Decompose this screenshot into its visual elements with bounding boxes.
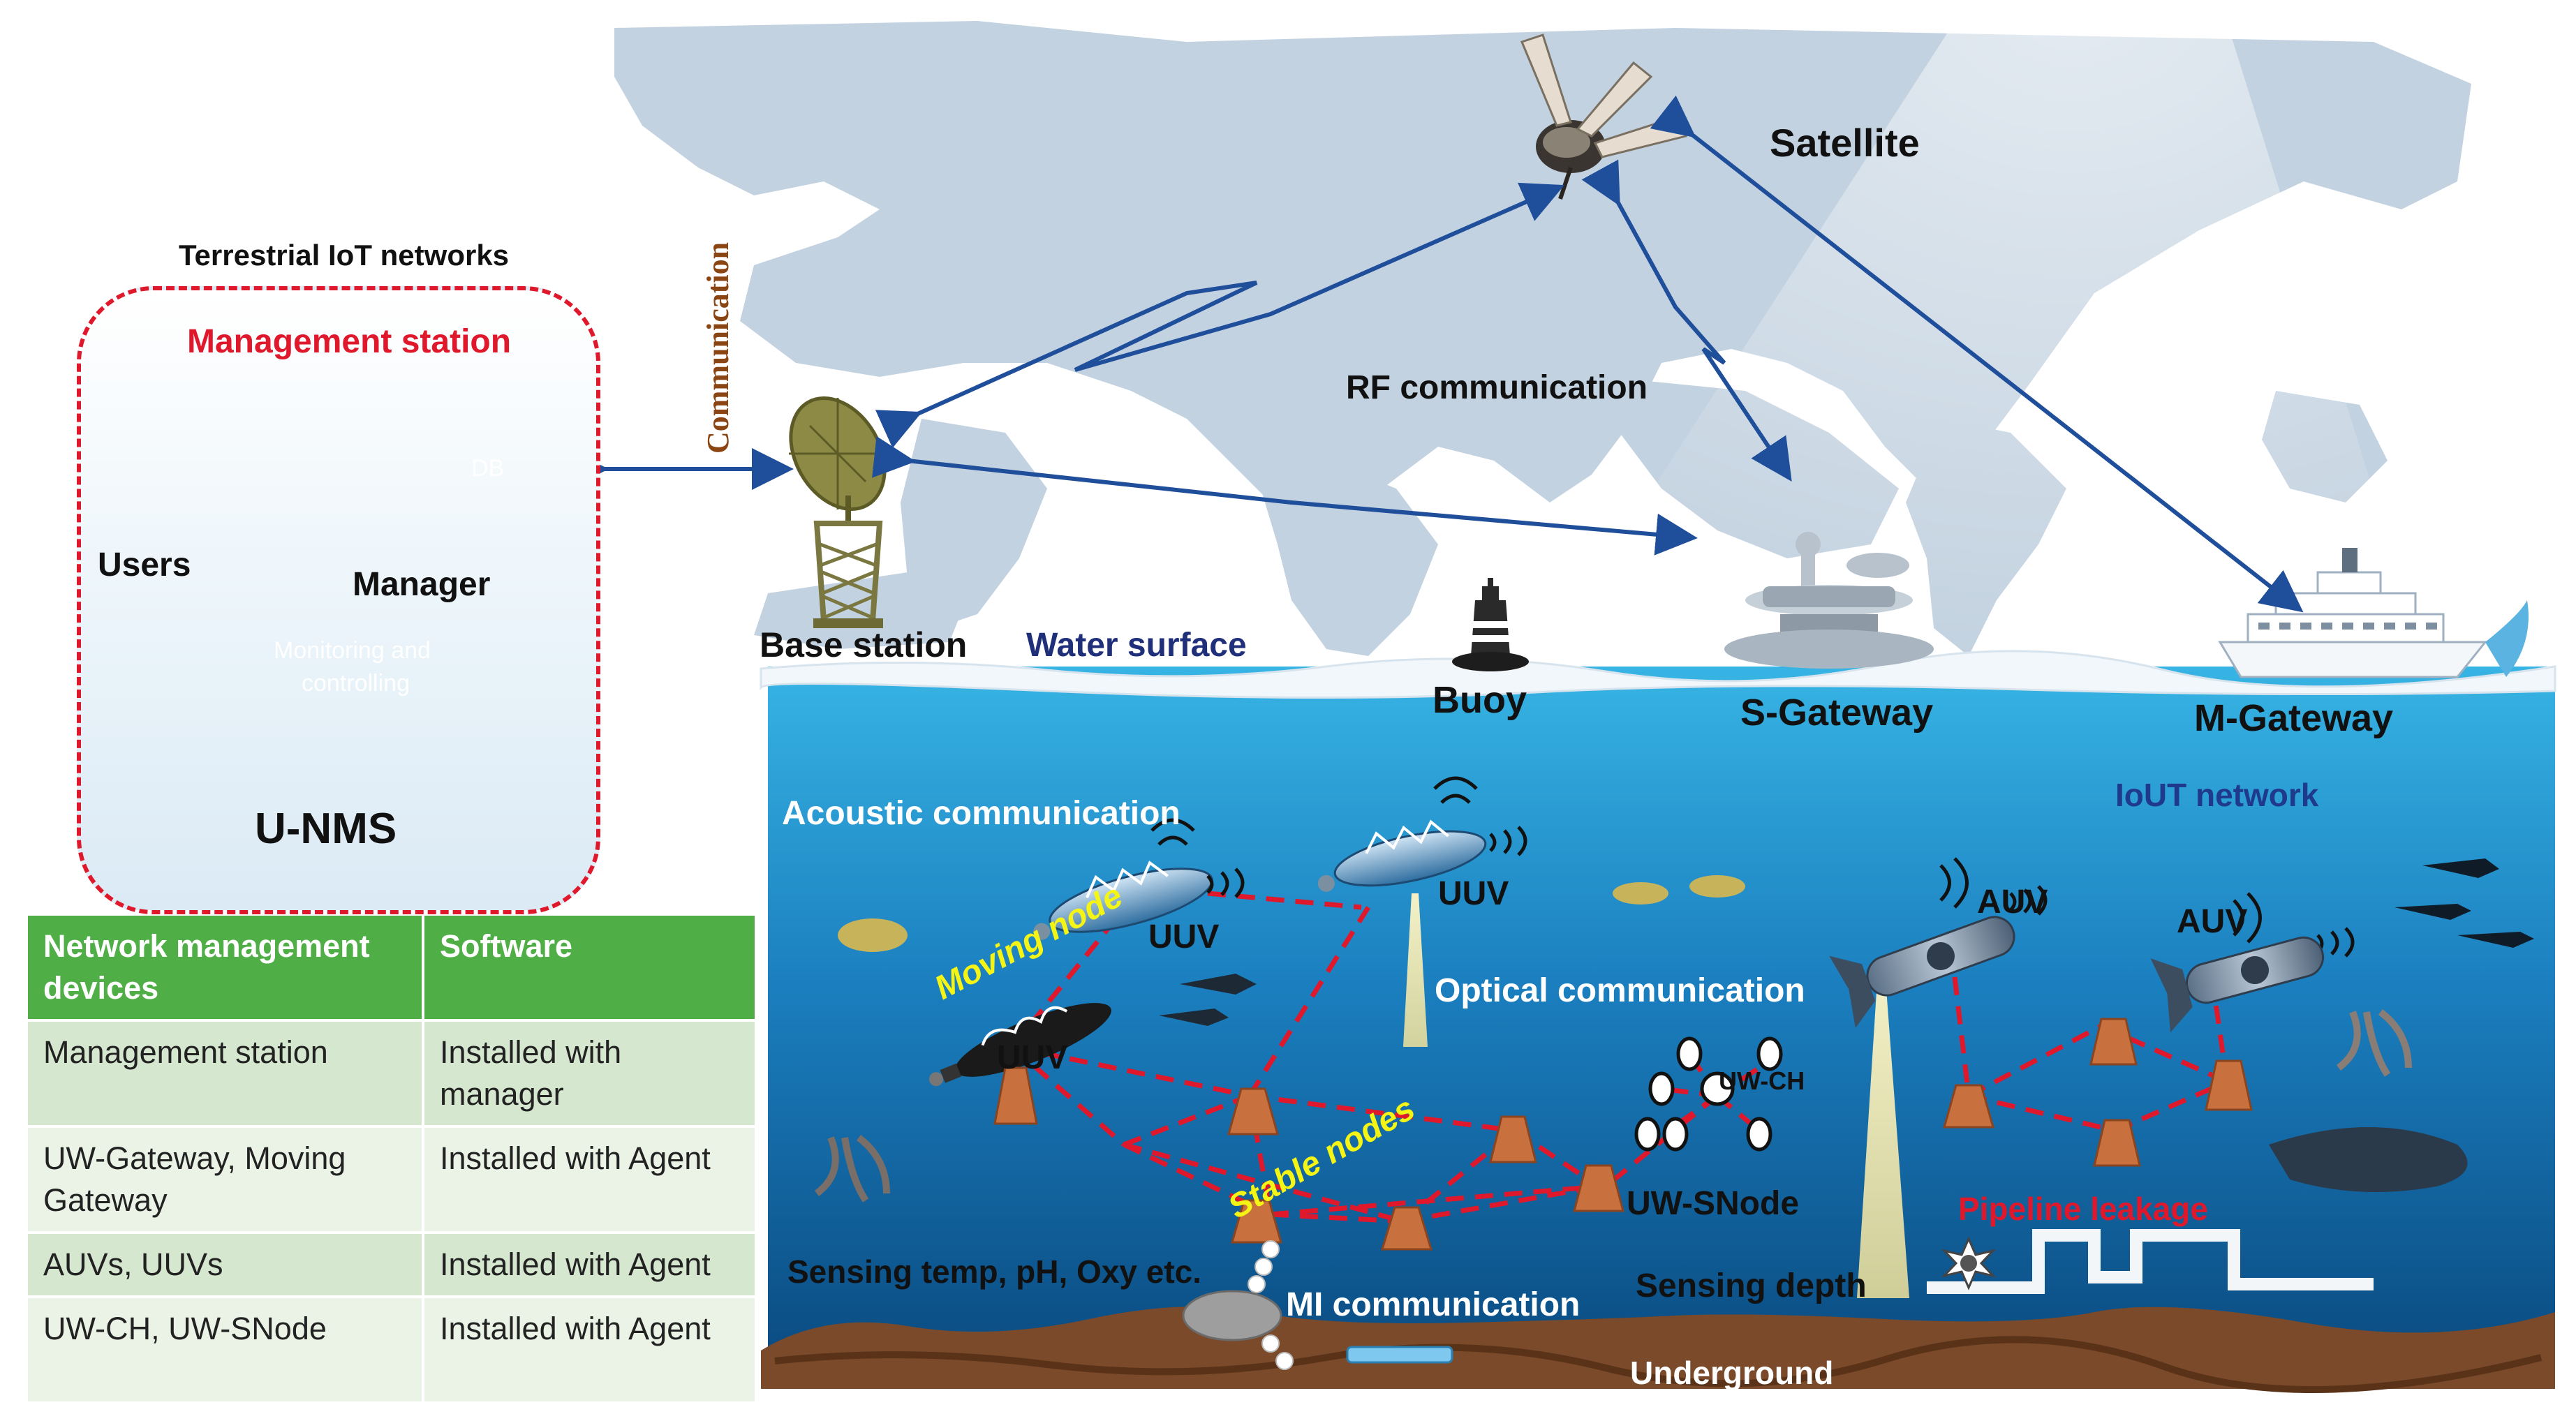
underground-label: Underground — [1630, 1355, 1834, 1391]
uw-ch-cluster-icon — [1634, 1036, 1783, 1152]
rf-links — [567, 95, 2304, 613]
acoustic-communication-label: Acoustic communication — [782, 795, 1180, 832]
table-cell-device: UW-Gateway, Moving Gateway — [28, 1125, 424, 1231]
mi-communication-label: MI communication — [1286, 1286, 1581, 1323]
base-station-label: Base station — [760, 625, 968, 664]
rf-communication-label: RF communication — [1346, 369, 1648, 406]
pipeline — [1927, 1229, 2374, 1294]
optical-beam-auv — [1857, 970, 1909, 1298]
management-station-label: Management station — [187, 323, 512, 360]
table-row: Management station Installed with manage… — [28, 1019, 757, 1125]
terrestrial-title: Terrestrial IoT networks — [179, 239, 510, 271]
uuv-2-vehicle — [1033, 861, 1213, 940]
optical-beam-uuv — [1403, 893, 1428, 1047]
s-gateway-label: S-Gateway — [1740, 692, 1934, 734]
table-header-row: Network management devices Software — [28, 916, 757, 1019]
seabed-rock — [1182, 1290, 1282, 1341]
table-row: UW-CH, UW-SNode Installed with Agent — [28, 1295, 757, 1401]
monitor-text-line-2: controlling — [302, 670, 410, 697]
stable-sensor-nodes — [993, 1018, 2253, 1251]
network-management-table: Network management devices Software Mana… — [28, 916, 757, 1401]
auv-label-1: AUV — [1977, 884, 2048, 921]
uuv-label-3: UUV — [997, 1039, 1068, 1076]
manager-label: Manager — [353, 566, 491, 603]
satellite-label: Satellite — [1770, 121, 1920, 165]
table-header-software: Software — [424, 916, 757, 1019]
leak-burst-icon — [1941, 1236, 1997, 1290]
uuv-1-vehicle — [928, 1003, 1111, 1087]
table-cell-device: UW-CH, UW-SNode — [28, 1295, 424, 1401]
uuv-label-2: UUV — [1438, 875, 1509, 912]
buoy-label: Buoy — [1433, 679, 1527, 721]
table-cell-software: Installed with Agent — [424, 1295, 757, 1401]
buried-sensor — [1346, 1346, 1453, 1364]
base-station-icon — [789, 396, 887, 628]
table-row: AUVs, UUVs Installed with Agent — [28, 1231, 757, 1295]
uuv-label-1: UUV — [1148, 918, 1220, 955]
seabed-texture — [774, 1336, 2542, 1394]
auv-2-vehicle — [2150, 936, 2325, 1033]
table-cell-device: Management station — [28, 1019, 424, 1125]
auv-1-vehicle — [1829, 916, 2015, 1028]
unms-panel — [77, 286, 600, 914]
db-label: DB — [471, 455, 505, 482]
uw-ch-label: UW-CH — [1719, 1066, 1805, 1095]
unms-label: U-NMS — [255, 805, 397, 853]
sensing-temp-label: Sensing temp, pH, Oxy etc. — [787, 1253, 1202, 1290]
sensing-depth-label: Sensing depth — [1636, 1267, 1867, 1304]
monitor-text-line-1: Monitoring and — [274, 637, 431, 664]
water-surface-line — [760, 650, 2556, 699]
table-cell-software: Installed with manager — [424, 1019, 757, 1125]
auv-label-2: AUV — [2177, 903, 2248, 940]
communication-label: Communication — [701, 241, 735, 454]
table-header-devices: Network management devices — [28, 916, 424, 1019]
optical-communication-label: Optical communication — [1435, 972, 1805, 1009]
pipeline-leakage-label: Pipeline leakage — [1958, 1191, 2208, 1227]
table-row: UW-Gateway, Moving Gateway Installed wit… — [28, 1125, 757, 1231]
marine-life — [814, 858, 2534, 1203]
table-cell-device: AUVs, UUVs — [28, 1231, 424, 1295]
uw-snode-label: UW-SNode — [1627, 1185, 1800, 1222]
buoy-icon — [1452, 578, 1529, 671]
table-cell-software: Installed with Agent — [424, 1231, 757, 1295]
table-cell-software: Installed with Agent — [424, 1125, 757, 1231]
water-surface-label: Water surface — [1026, 627, 1247, 664]
m-gateway-label: M-Gateway — [2194, 697, 2394, 739]
users-label: Users — [98, 546, 191, 583]
uuv-3-vehicle — [1317, 819, 1487, 892]
iout-network-label: IoUT network — [2115, 777, 2319, 813]
